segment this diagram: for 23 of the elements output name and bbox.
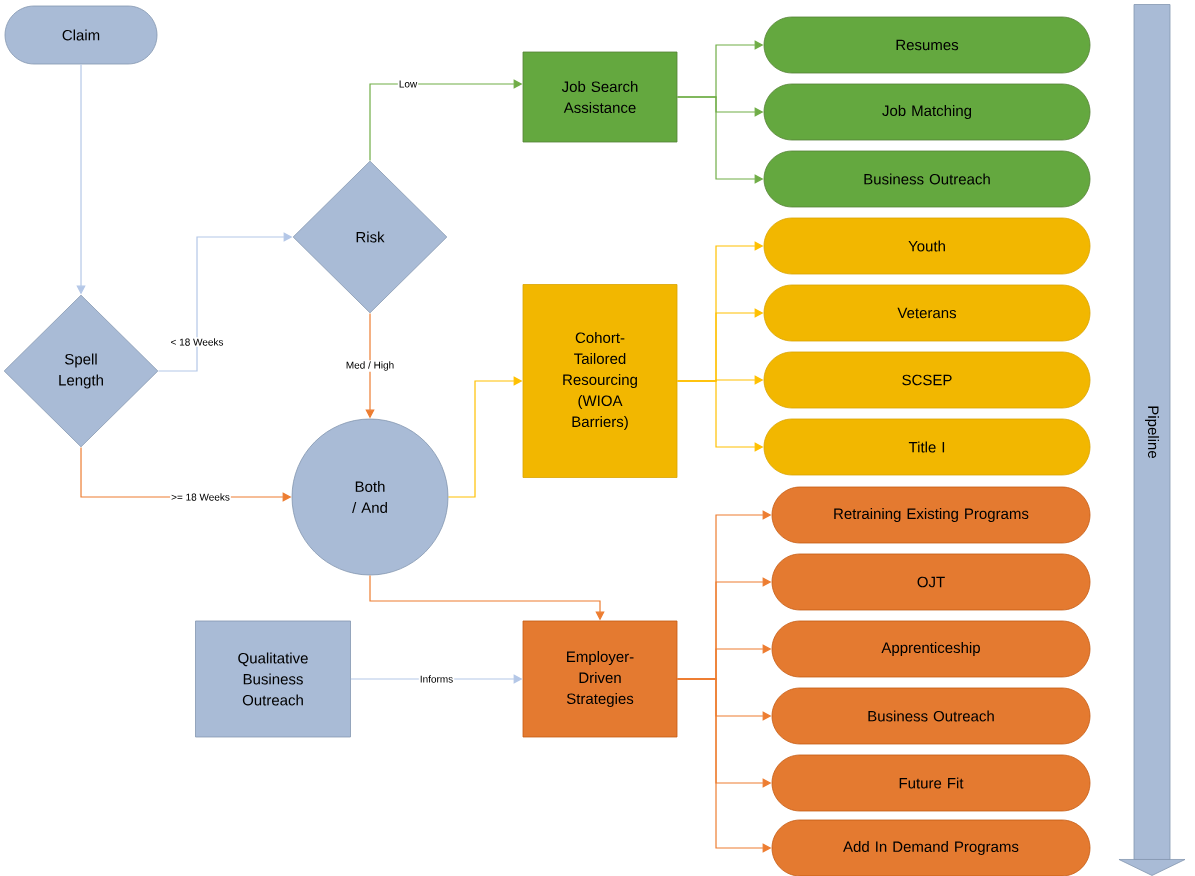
edge-label: < 18 Weeks xyxy=(169,337,225,347)
program-pill: Business Outreach xyxy=(763,150,1091,208)
program-pill: Retraining Existing Programs xyxy=(771,486,1091,544)
edge-label: Med / High xyxy=(344,360,396,372)
program-pill: SCSEP xyxy=(763,351,1091,409)
program-pill: OJT xyxy=(771,553,1091,611)
program-pill: Add In Demand Programs xyxy=(771,819,1091,876)
program-pill: Youth xyxy=(763,217,1091,275)
program-pill: Future Fit xyxy=(771,754,1091,812)
program-pill: Apprenticeship xyxy=(771,620,1091,678)
program-pill: Veterans xyxy=(763,284,1091,342)
process-box: Cohort-Tailored Resourcing (WIOA Barriers) xyxy=(522,284,678,478)
process-box: Job Search Assistance xyxy=(522,51,678,143)
program-pill: Resumes xyxy=(763,16,1091,74)
process-box: Employer-Driven Strategies xyxy=(522,620,678,738)
terminal-box: Claim xyxy=(4,5,158,65)
program-pill: Job Matching xyxy=(763,83,1091,141)
program-pill: Business Outreach xyxy=(771,687,1091,745)
program-pill: Title I xyxy=(763,418,1091,476)
edge-label: >= 18 Weeks xyxy=(170,492,231,502)
process-box: Qualitative Business Outreach xyxy=(195,620,351,738)
edge-label: Low xyxy=(397,79,419,89)
edge-label: Informs xyxy=(418,674,455,684)
